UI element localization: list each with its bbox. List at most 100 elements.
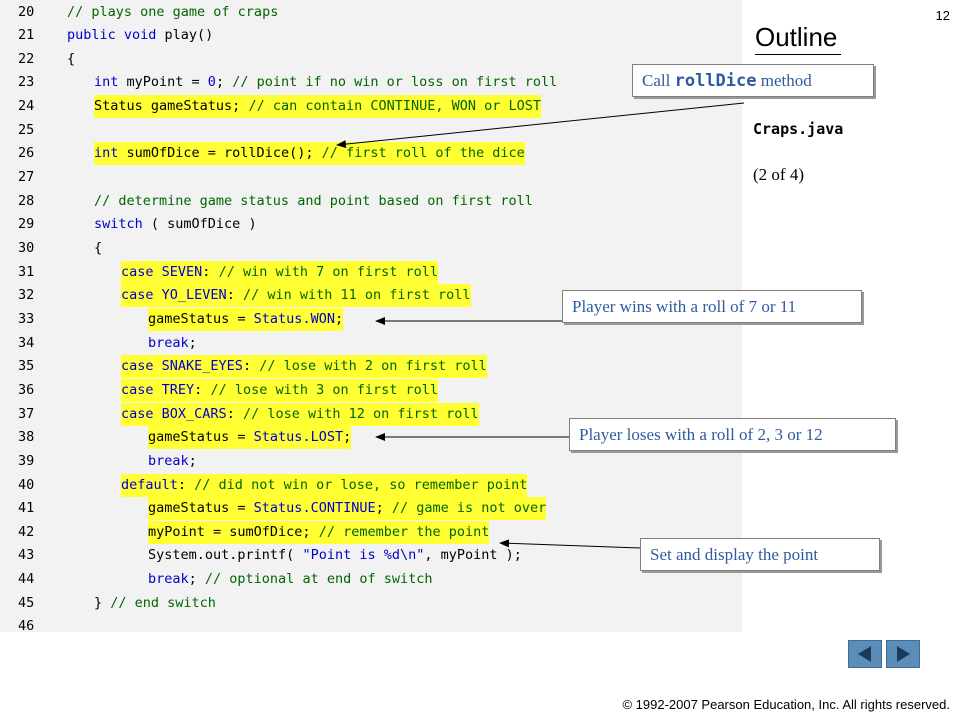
code-token-kw: case bbox=[121, 263, 154, 280]
code-token-plain: myPoint = sumOfDice; bbox=[148, 523, 319, 540]
code-token-plain: : bbox=[226, 287, 243, 304]
previous-slide-button[interactable] bbox=[848, 640, 882, 668]
line-number: 31 bbox=[18, 263, 35, 280]
code-token-const: YO_LEVEN bbox=[161, 287, 227, 304]
code-token-const: SEVEN bbox=[161, 263, 203, 280]
code-token-kw: break bbox=[148, 452, 189, 469]
code-token-plain: ( sumOfDice ) bbox=[142, 216, 257, 233]
line-number: 35 bbox=[18, 358, 35, 375]
triangle-right-icon bbox=[897, 646, 910, 662]
next-slide-button[interactable] bbox=[886, 640, 920, 668]
code-text: break; bbox=[148, 450, 197, 473]
code-text: public void play() bbox=[67, 24, 213, 47]
code-text: default: // did not win or lose, so reme… bbox=[121, 473, 528, 497]
outline-title: Outline bbox=[755, 22, 838, 52]
code-line: 31 case SEVEN: // win with 7 on first rol… bbox=[0, 260, 742, 284]
code-text: { bbox=[94, 237, 102, 260]
code-token-comment: // plays one game of craps bbox=[67, 3, 279, 20]
code-token-const: BOX_CARS bbox=[161, 405, 227, 422]
code-token-plain: ; bbox=[343, 429, 352, 446]
code-text: case TREY: // lose with 3 on first roll bbox=[121, 378, 439, 402]
code-token-kw: switch bbox=[94, 216, 143, 233]
callout-set-display-point: Set and display the point bbox=[640, 538, 880, 571]
code-text: gameStatus = Status.WON; bbox=[148, 307, 344, 331]
code-token-plain: : bbox=[226, 405, 243, 422]
code-line: 25 bbox=[0, 119, 742, 142]
line-number: 24 bbox=[18, 98, 35, 115]
code-token-plain: ; bbox=[375, 500, 392, 517]
callout-roll-dice: Call rollDice method bbox=[632, 64, 874, 97]
code-token-kw: case bbox=[121, 405, 154, 422]
code-token-comment: // game is not over bbox=[391, 500, 547, 517]
code-token-comment: // can contain CONTINUE, WON or LOST bbox=[248, 98, 542, 115]
code-token-const: Status.CONTINUE bbox=[253, 500, 376, 517]
code-text: break; bbox=[148, 332, 197, 355]
callout-player-wins: Player wins with a roll of 7 or 11 bbox=[562, 290, 862, 323]
code-token-plain: ; bbox=[215, 74, 233, 91]
line-number: 30 bbox=[18, 240, 35, 256]
line-number: 37 bbox=[18, 405, 35, 422]
code-token-kw: case bbox=[121, 381, 154, 398]
code-line: 36 case TREY: // lose with 3 on first rol… bbox=[0, 378, 742, 402]
arrow-roll-dice bbox=[336, 102, 745, 149]
code-text: case SEVEN: // win with 7 on first roll bbox=[121, 260, 439, 284]
line-number: 44 bbox=[18, 571, 35, 588]
line-number: 28 bbox=[18, 192, 35, 209]
part-indicator: (2 of 4) bbox=[753, 165, 804, 184]
code-line: 20// plays one game of craps bbox=[0, 1, 742, 24]
code-token-kw: default bbox=[121, 476, 178, 493]
line-number: 46 bbox=[18, 618, 35, 635]
code-text: case SNAKE_EYES: // lose with 2 on first… bbox=[121, 355, 487, 379]
line-number: 42 bbox=[18, 523, 35, 540]
code-token-plain: : bbox=[194, 381, 211, 398]
code-token-plain: play() bbox=[156, 27, 214, 44]
code-token-plain: sumOfDice = rollDice(); bbox=[118, 145, 322, 162]
callout-roll-dice-suffix: method bbox=[756, 71, 812, 90]
code-token-comment: // win with 11 on first roll bbox=[242, 287, 471, 304]
code-line: 44 break; // optional at end of switch bbox=[0, 568, 742, 591]
code-token-plain: : bbox=[242, 358, 260, 375]
code-token-kw: public void bbox=[67, 27, 157, 44]
code-token-comment: // win with 7 on first roll bbox=[218, 263, 439, 280]
code-token-kw: break bbox=[148, 571, 189, 588]
code-token-plain: System.out.printf( bbox=[148, 547, 303, 564]
code-token-plain: ; bbox=[188, 571, 205, 588]
line-number: 36 bbox=[18, 381, 35, 398]
code-token-const: Status.WON bbox=[253, 310, 335, 327]
code-token-plain: gameStatus = bbox=[148, 500, 254, 517]
code-text: break; // optional at end of switch bbox=[148, 568, 432, 591]
code-token-comment: // first roll of the dice bbox=[321, 145, 525, 162]
code-token-comment: // end switch bbox=[110, 594, 216, 611]
code-text: } // end switch bbox=[94, 592, 216, 615]
code-token-kw: int bbox=[94, 145, 119, 162]
code-text: int sumOfDice = rollDice(); // first rol… bbox=[94, 142, 525, 166]
arrow-set-point bbox=[499, 539, 642, 549]
code-line: 26 int sumOfDice = rollDice(); // first r… bbox=[0, 142, 742, 166]
line-number: 25 bbox=[18, 121, 35, 138]
code-token-kw: case bbox=[121, 287, 154, 304]
code-token-plain: { bbox=[94, 240, 103, 256]
code-line: 46 bbox=[0, 615, 742, 638]
triangle-left-icon bbox=[858, 646, 871, 662]
code-token-plain: } bbox=[94, 594, 111, 611]
line-number: 21 bbox=[18, 27, 35, 44]
code-token-comment: // optional at end of switch bbox=[204, 571, 433, 588]
code-token-comment: // determine game status and point based… bbox=[94, 192, 533, 209]
code-token-plain: ; bbox=[188, 334, 197, 351]
outline-underline bbox=[755, 54, 841, 55]
line-number: 26 bbox=[18, 145, 35, 162]
code-token-plain: : bbox=[202, 263, 219, 280]
line-number: 45 bbox=[18, 594, 35, 611]
code-token-comment: // lose with 2 on first roll bbox=[259, 358, 487, 375]
code-token-comment: // lose with 3 on first roll bbox=[210, 381, 439, 398]
